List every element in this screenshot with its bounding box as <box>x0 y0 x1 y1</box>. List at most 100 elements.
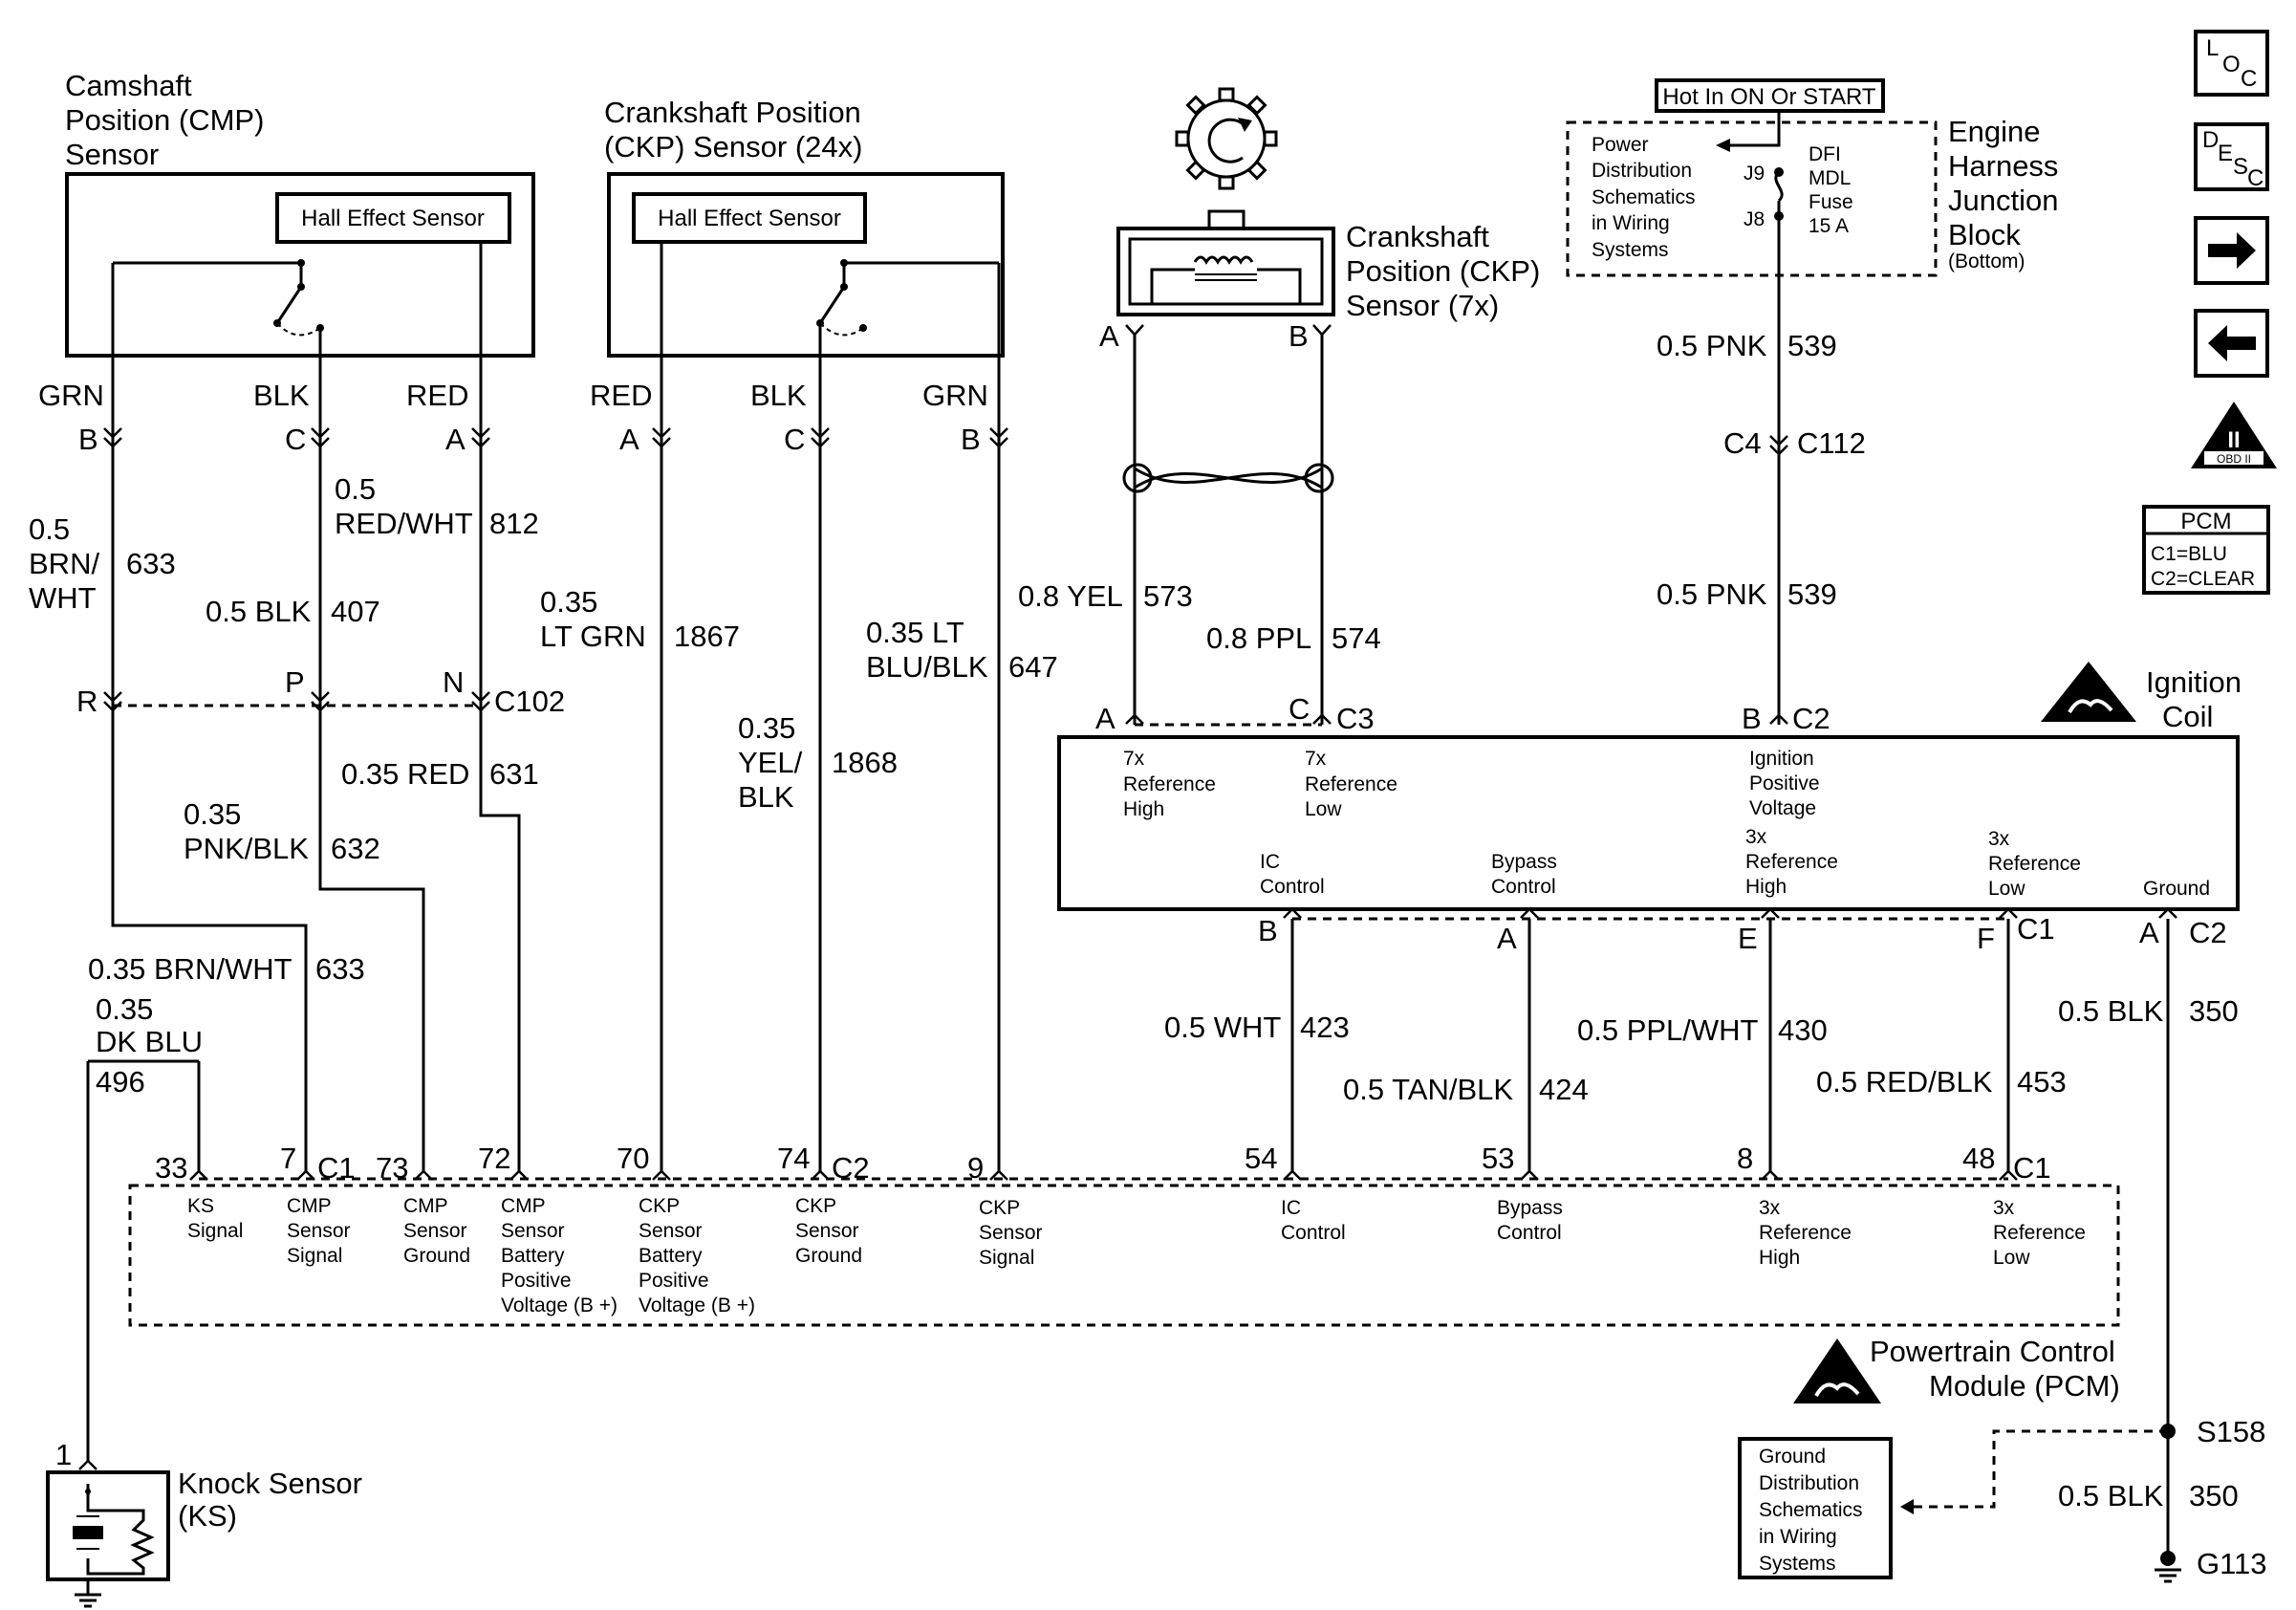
coil-byp-1: Bypass <box>1491 851 1557 873</box>
loc-o: O <box>2222 52 2241 77</box>
loc-c: C <box>2241 66 2257 92</box>
pd-text-2: Distribution <box>1592 160 1692 182</box>
jb-title-4: Block <box>1948 218 2021 251</box>
desc-e: E <box>2218 141 2233 166</box>
ckp24-pin-c: C <box>784 423 805 456</box>
w424-circuit: 424 <box>1539 1073 1589 1106</box>
pd-arrow-icon <box>1716 139 1730 152</box>
ckp7-sensor-box <box>1116 227 1335 316</box>
desc-c: C <box>2247 165 2264 191</box>
pcm-pin-7: 7 <box>280 1142 296 1175</box>
pcm-kg-2: Sensor <box>795 1220 859 1242</box>
ks-title-1: Knock Sensor <box>178 1467 362 1500</box>
w633-color-2: WHT <box>29 581 97 615</box>
w1867-circuit: 1867 <box>674 620 740 653</box>
pd-text-4: in Wiring <box>1592 212 1670 234</box>
junction-block: Hot In ON Or START Power Distribution Sc… <box>1566 78 2058 277</box>
ckp24-title-2: (CKP) Sensor (24x) <box>604 130 862 163</box>
ckp7-sensor: Crankshaft Position (CKP) Sensor (7x) A … <box>1099 87 1540 353</box>
gd-text-2: Distribution <box>1759 1472 1859 1494</box>
w496-circuit: 496 <box>96 1065 145 1099</box>
coil-ic-1: IC <box>1260 851 1280 873</box>
coil-bp-b: B <box>1258 914 1278 947</box>
w1868-color-1: YEL/ <box>738 746 803 779</box>
w573-circuit: 573 <box>1143 579 1193 613</box>
hot-label-box <box>1655 78 1885 113</box>
g113-label: G113 <box>2197 1547 2267 1580</box>
w423-circuit: 423 <box>1300 1011 1350 1044</box>
pcm-pin-8: 8 <box>1737 1142 1753 1175</box>
w633-circuit: 633 <box>126 547 176 580</box>
coil-r3l-2: Reference <box>1988 853 2081 875</box>
c102-label: C102 <box>494 685 565 718</box>
ckp24-hall-label: Hall Effect Sensor <box>658 206 841 231</box>
pcm-cb-3: Battery <box>501 1245 565 1267</box>
next-page-icon[interactable] <box>2194 216 2269 285</box>
ckp24-title-1: Crankshaft Position <box>604 96 861 129</box>
gd-text-4: in Wiring <box>1759 1526 1837 1548</box>
ckp24-pin-b: B <box>961 423 981 456</box>
pcm-legend-c1: C1=BLU <box>2151 543 2227 565</box>
w407-color: 0.5 BLK <box>206 595 312 628</box>
obd-text: OBD II <box>2217 452 2251 466</box>
pcm-cb-1: CMP <box>501 1195 546 1217</box>
pcm-rh-1: 3x <box>1759 1197 1781 1219</box>
w430-circuit: 430 <box>1778 1013 1828 1047</box>
w1867-color: LT GRN <box>540 620 646 653</box>
coil-ipv-2: Positive <box>1749 772 1820 794</box>
pcm-pin-48: 48 <box>1962 1142 1995 1175</box>
ground-circuit: S158 Ground Distribution Schematics in W… <box>1738 1415 2267 1583</box>
w574-color: 0.8 PPL <box>1206 621 1311 655</box>
ckp24-pin-a: A <box>619 423 639 456</box>
g113-ground-icon <box>2155 1568 2181 1583</box>
pcm-cb-2: Sensor <box>501 1220 565 1242</box>
w350-circuit: 350 <box>2189 994 2239 1028</box>
pcm-title-1: Powertrain Control <box>1870 1335 2115 1368</box>
pcm-pin-54: 54 <box>1245 1142 1277 1175</box>
description-icon[interactable]: D E S C <box>2194 122 2269 191</box>
pcm-rl-2: Reference <box>1993 1222 2086 1244</box>
cmp-sensor: Camshaft Position (CMP) Sensor Hall Effe… <box>65 69 535 373</box>
pcm-pin-33: 33 <box>155 1151 187 1185</box>
w539b-color: 0.5 PNK <box>1657 577 1767 611</box>
coil-bp-c1: C1 <box>2017 912 2055 946</box>
pcm-pin-73: 73 <box>376 1151 408 1185</box>
pd-text-5: Systems <box>1592 239 1669 261</box>
w633b-circuit: 633 <box>315 952 365 986</box>
fuse-wiring: 0.5 PNK 539 C4 C112 0.5 PNK 539 <box>1657 216 1866 725</box>
pcm-rl-1: 3x <box>1993 1197 2015 1219</box>
cmp-wiring: GRN BLK RED B C A 0.5 BRN/ WHT 633 0.5 R… <box>29 373 539 1164</box>
pcm-kg-3: Ground <box>795 1245 862 1267</box>
coil-ref7h-3: High <box>1123 798 1164 820</box>
w631-circuit: 631 <box>489 757 539 791</box>
desc-d: D <box>2202 127 2219 153</box>
previous-page-icon[interactable] <box>2194 309 2269 378</box>
pcm-pin-9: 9 <box>967 1151 984 1185</box>
pcm-box <box>128 1184 2120 1327</box>
jb-title-5: (Bottom) <box>1948 250 2025 272</box>
pin-c: C <box>285 423 306 456</box>
knock-sensor: 1 Knock Sensor (KS) <box>46 1438 362 1608</box>
pcm-kb-1: CKP <box>639 1195 680 1217</box>
ckp7-pin-a: A <box>1099 319 1119 353</box>
ignition-coil-box <box>1057 735 2240 911</box>
c102-pin-n: N <box>443 665 464 699</box>
cmp-sensor-box <box>65 172 535 358</box>
w539-color: 0.5 PNK <box>1657 329 1767 362</box>
pcm-kb-4: Positive <box>639 1270 709 1292</box>
obd-ii-icon[interactable]: II OBD II <box>2191 402 2277 468</box>
c102-pin-p: P <box>285 665 305 699</box>
fuse-text-1: DFI <box>1809 143 1841 165</box>
w430-color: 0.5 PPL/WHT <box>1577 1013 1759 1047</box>
ckp24-color-red: RED <box>590 379 652 412</box>
location-icon[interactable]: L O C <box>2194 30 2269 97</box>
w812-color: RED/WHT <box>335 507 473 540</box>
c112-label: C112 <box>1797 426 1866 460</box>
pin-b: B <box>78 423 98 456</box>
ckp24-wiring: RED BLK GRN A C B 0.35 LT GRN 1867 0.35 … <box>540 373 1058 1164</box>
w632-gauge: 0.35 <box>184 797 241 831</box>
pcm-c1-right: C1 <box>2013 1151 2051 1185</box>
loc-l: L <box>2206 35 2219 61</box>
pcm-title-2: Module (PCM) <box>1929 1369 2120 1403</box>
